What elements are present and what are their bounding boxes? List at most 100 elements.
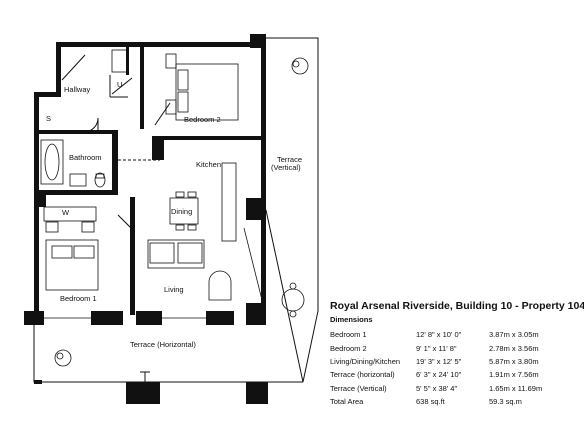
- utility-appliance: [111, 49, 128, 73]
- pillow: [51, 245, 73, 259]
- wall-store-top: [34, 92, 61, 97]
- kitchen-counter: [221, 162, 237, 242]
- bathtub-basin: [44, 143, 60, 181]
- dining-chair: [187, 224, 197, 231]
- imperial-size: 19' 3" x 12' 5": [416, 356, 462, 366]
- imperial-size: 638 sq.ft: [416, 397, 445, 407]
- wall-bathroom-right: [112, 130, 118, 192]
- wall-top: [56, 42, 252, 47]
- furniture: [40, 49, 309, 367]
- dining-chair: [175, 224, 185, 231]
- column-terrace-bottom-right: [246, 382, 268, 404]
- wall-bedroom2-left: [140, 47, 144, 129]
- room-label-utility: U: [117, 80, 122, 89]
- column-right-mid: [246, 198, 266, 220]
- column-bottom-mid: [136, 311, 162, 325]
- wall-hallway-left: [56, 42, 61, 94]
- column-bottom-mid-left: [91, 311, 123, 325]
- dining-chair: [187, 191, 197, 198]
- sofa-seat: [177, 242, 203, 264]
- room-label-wardrobe: W: [62, 208, 70, 217]
- dimensions-panel: Royal Arsenal Riverside, Building 10 - P…: [330, 300, 584, 408]
- bedside-table: [81, 221, 95, 233]
- room-label-terrace-vertical-sub: (Vertical): [271, 163, 301, 172]
- vanity-unit: [69, 173, 87, 187]
- dining-table: [169, 197, 199, 225]
- room-name: Terrace (Vertical): [330, 383, 387, 393]
- imperial-size: 6' 3" x 24' 10": [416, 370, 462, 380]
- imperial-size: 5' 5" x 38' 4": [416, 383, 458, 393]
- dining-chair: [175, 191, 185, 198]
- toilet-cistern: [95, 173, 105, 179]
- terrace-glazing-line: [243, 227, 263, 301]
- room-label-store: S: [46, 114, 51, 123]
- terrace-chair: [289, 310, 297, 318]
- bedroom2-door-leaf: [154, 102, 171, 126]
- terrace-vertical-outline: [266, 37, 319, 383]
- bedside-table: [165, 99, 177, 115]
- column-kitchen: [152, 136, 164, 160]
- table-row: Bedroom 2 9' 1" x 11' 8" 2.78m x 3.56m: [330, 341, 542, 354]
- room-label-kitchen: Kitchen: [196, 160, 221, 169]
- wall-right: [261, 48, 266, 305]
- metric-size: 3.87m x 3.05m: [489, 330, 539, 340]
- table-row: Terrace (Vertical) 5' 5" x 38' 4" 1.65m …: [330, 382, 542, 395]
- wardrobe-unit: [43, 206, 97, 222]
- stub-bottom-left: [34, 380, 42, 384]
- bedside-table: [45, 221, 59, 233]
- terrace-plant-leaf: [56, 352, 64, 360]
- wall-bathroom-bottom: [36, 190, 118, 195]
- metric-size: 1.65m x 11.69m: [489, 383, 543, 393]
- table-row: Bedroom 1 12' 8" x 10' 0" 3.87m x 3.05m: [330, 328, 542, 341]
- wall-bathroom-top: [36, 130, 114, 134]
- wall-bedroom1-right: [130, 197, 135, 315]
- column-bedroom1: [36, 195, 46, 207]
- walls: [24, 34, 268, 404]
- metric-size: 59.3 sq.m: [489, 397, 522, 407]
- bathtub: [40, 139, 64, 185]
- armchair: [208, 270, 232, 301]
- table-row: Terrace (horizontal) 6' 3" x 24' 10" 1.9…: [330, 368, 542, 381]
- bedside-table: [165, 53, 177, 69]
- metric-size: 5.87m x 3.80m: [489, 356, 539, 366]
- wall-utility-right: [126, 47, 129, 75]
- room-label-terrace-horizontal: Terrace (Horizontal): [130, 340, 196, 349]
- sofa: [147, 239, 205, 269]
- table-row: Living/Dining/Kitchen 19' 3" x 12' 5" 5.…: [330, 355, 542, 368]
- terrace-chair: [289, 282, 297, 290]
- terrace-plant-leaf: [292, 60, 300, 68]
- entrance-door-leaf: [61, 54, 86, 81]
- sofa-seat: [149, 242, 175, 264]
- metric-size: 1.91m x 7.56m: [489, 370, 539, 380]
- room-name: Living/Dining/Kitchen: [330, 356, 401, 366]
- bed-bedroom2: [175, 63, 239, 121]
- column-bottom-mid-right: [206, 311, 234, 325]
- room-name: Total Area: [330, 397, 364, 407]
- table-row: Total Area 638 sq.ft 59.3 sq.m: [330, 395, 542, 408]
- pillow: [73, 245, 95, 259]
- column-bottom-right: [246, 303, 266, 325]
- room-name: Bedroom 2: [330, 343, 367, 353]
- metric-size: 2.78m x 3.56m: [489, 343, 539, 353]
- room-label-bathroom: Bathroom: [69, 153, 102, 162]
- column-top-right: [250, 34, 266, 48]
- room-name: Bedroom 1: [330, 330, 367, 340]
- imperial-size: 9' 1" x 11' 8": [416, 343, 457, 353]
- room-name: Terrace (horizontal): [330, 370, 395, 380]
- imperial-size: 12' 8" x 10' 0": [416, 330, 462, 340]
- terrace-plant: [291, 57, 309, 75]
- column-bottom-left: [24, 311, 44, 325]
- room-label-living: Living: [164, 285, 184, 294]
- dimensions-heading: Dimensions: [330, 315, 373, 324]
- pillow: [177, 69, 189, 91]
- toilet: [94, 172, 106, 188]
- room-label-bedroom1: Bedroom 1: [60, 294, 97, 303]
- room-label-dining: Dining: [171, 207, 192, 216]
- bathroom-door-swing: [83, 117, 99, 133]
- bed-bedroom1: [45, 239, 99, 291]
- room-label-hallway: Hallway: [64, 85, 91, 94]
- terrace-plant: [54, 349, 72, 367]
- room-label-bedroom2: Bedroom 2: [184, 115, 221, 124]
- pillow: [177, 91, 189, 113]
- dimensions-table: Bedroom 1 12' 8" x 10' 0" 3.87m x 3.05m …: [330, 328, 542, 408]
